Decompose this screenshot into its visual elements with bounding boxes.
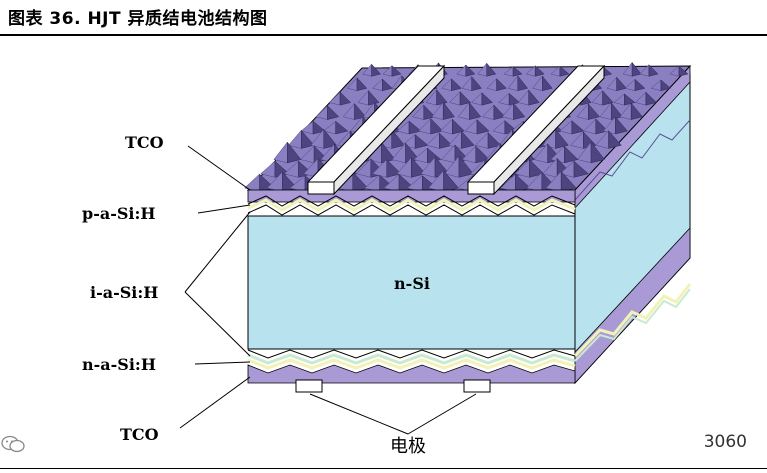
pyramid-facet [244, 173, 260, 193]
pyramid-facet [508, 92, 521, 106]
pyramid-facet [590, 141, 605, 164]
pyramid-facet [616, 76, 627, 92]
pyramid-facet [534, 65, 545, 77]
pyramid-facet [493, 104, 506, 120]
pyramid-facet [615, 116, 628, 135]
top-electrode-2 [466, 64, 606, 196]
pyramid-facet [555, 128, 569, 149]
pyramid-facet [386, 158, 402, 178]
tco-bottom-label: TCO [120, 425, 159, 444]
pyramid-facet [630, 102, 643, 120]
pyramid-facet [517, 75, 529, 92]
pyramid-facet [608, 130, 622, 149]
pyramid-facet [624, 93, 636, 106]
pyramid-facet [312, 120, 326, 135]
pyramid-facet [678, 65, 689, 77]
pyramid-facet [588, 103, 600, 120]
pyramid-facet [528, 89, 540, 106]
pyramid-facet [564, 145, 579, 164]
bottom-rule [0, 468, 767, 469]
leader-lines [179, 145, 477, 435]
pyramid-facet [452, 118, 465, 135]
pyramid-facet [354, 102, 367, 120]
pyramid-facet [634, 78, 646, 92]
pyramid-facet [408, 120, 422, 135]
pyramid-facet [287, 141, 302, 164]
top-electrode-1 [306, 64, 446, 196]
pyramid-facet [476, 119, 490, 135]
pyramid-facet [602, 90, 614, 106]
pyramid-facet [461, 130, 475, 149]
pyramid-facet [356, 77, 368, 92]
p-layer-line [247, 195, 576, 207]
n-layer-label: n-a-Si:H [82, 355, 156, 374]
watermark-text: 3060 [703, 432, 747, 452]
electrode-label: 电极 [390, 436, 426, 457]
pyramid-facet [486, 62, 497, 77]
pyramid-facet [631, 61, 642, 77]
pyramid-facet [610, 102, 623, 120]
pyramid-facet [301, 129, 315, 149]
pyramid-facet [391, 128, 405, 149]
pyramid-facet [471, 75, 482, 92]
pyramid-facet [273, 141, 288, 164]
pyramid-facet [475, 145, 490, 164]
pyramid-facet [542, 75, 553, 92]
pyramid-facet [371, 63, 382, 77]
pyramid-facet [648, 64, 659, 77]
pyramid-facet [339, 91, 352, 106]
pyramid-facet [573, 160, 589, 178]
pyramid-facet [327, 104, 340, 120]
bulk-label: n-Si [394, 274, 430, 293]
pyramid-facet [458, 155, 474, 178]
pyramid-facet [559, 65, 570, 77]
pyramid-facet [571, 120, 585, 135]
pyramid-facet [513, 102, 526, 120]
n-si-bulk [247, 215, 576, 350]
pyramid-facet [451, 78, 462, 92]
pyramid-facet [469, 102, 482, 120]
wechat-icon [1, 435, 25, 453]
pyramid-facet [529, 158, 545, 178]
pyramid-facet [323, 128, 337, 149]
title-underline [0, 34, 767, 36]
pyramid-facet [512, 65, 523, 77]
pyramid-facet [660, 79, 672, 92]
pyramid-facet [382, 78, 393, 92]
pyramid-facet [487, 132, 502, 149]
i-layer-label: i-a-Si:H [90, 283, 158, 302]
bottom-electrode-2 [463, 379, 491, 393]
p-layer-label: p-a-Si:H [82, 204, 156, 223]
front-top-layers [247, 189, 576, 216]
pyramid-facet [329, 91, 341, 106]
pyramid-facet [391, 65, 402, 77]
pyramid-facet [335, 120, 349, 135]
pyramid-facet [430, 117, 444, 135]
pyramid-facet [465, 64, 476, 77]
tco-top-label: TCO [125, 133, 164, 152]
front-bottom-layers [247, 349, 576, 384]
pyramid-facet [496, 78, 507, 92]
pyramid-facet [414, 134, 429, 149]
figure-title: 图表 36. HJT 异质结电池结构图 [8, 9, 268, 29]
pyramid-facet [645, 91, 657, 106]
pyramid-facet [288, 129, 302, 149]
bottom-electrode-1 [295, 379, 323, 393]
pyramid-facet [481, 92, 493, 106]
pyramid-facet [442, 101, 455, 120]
pyramid-facet [459, 91, 472, 106]
pyramid-facet [439, 132, 453, 149]
